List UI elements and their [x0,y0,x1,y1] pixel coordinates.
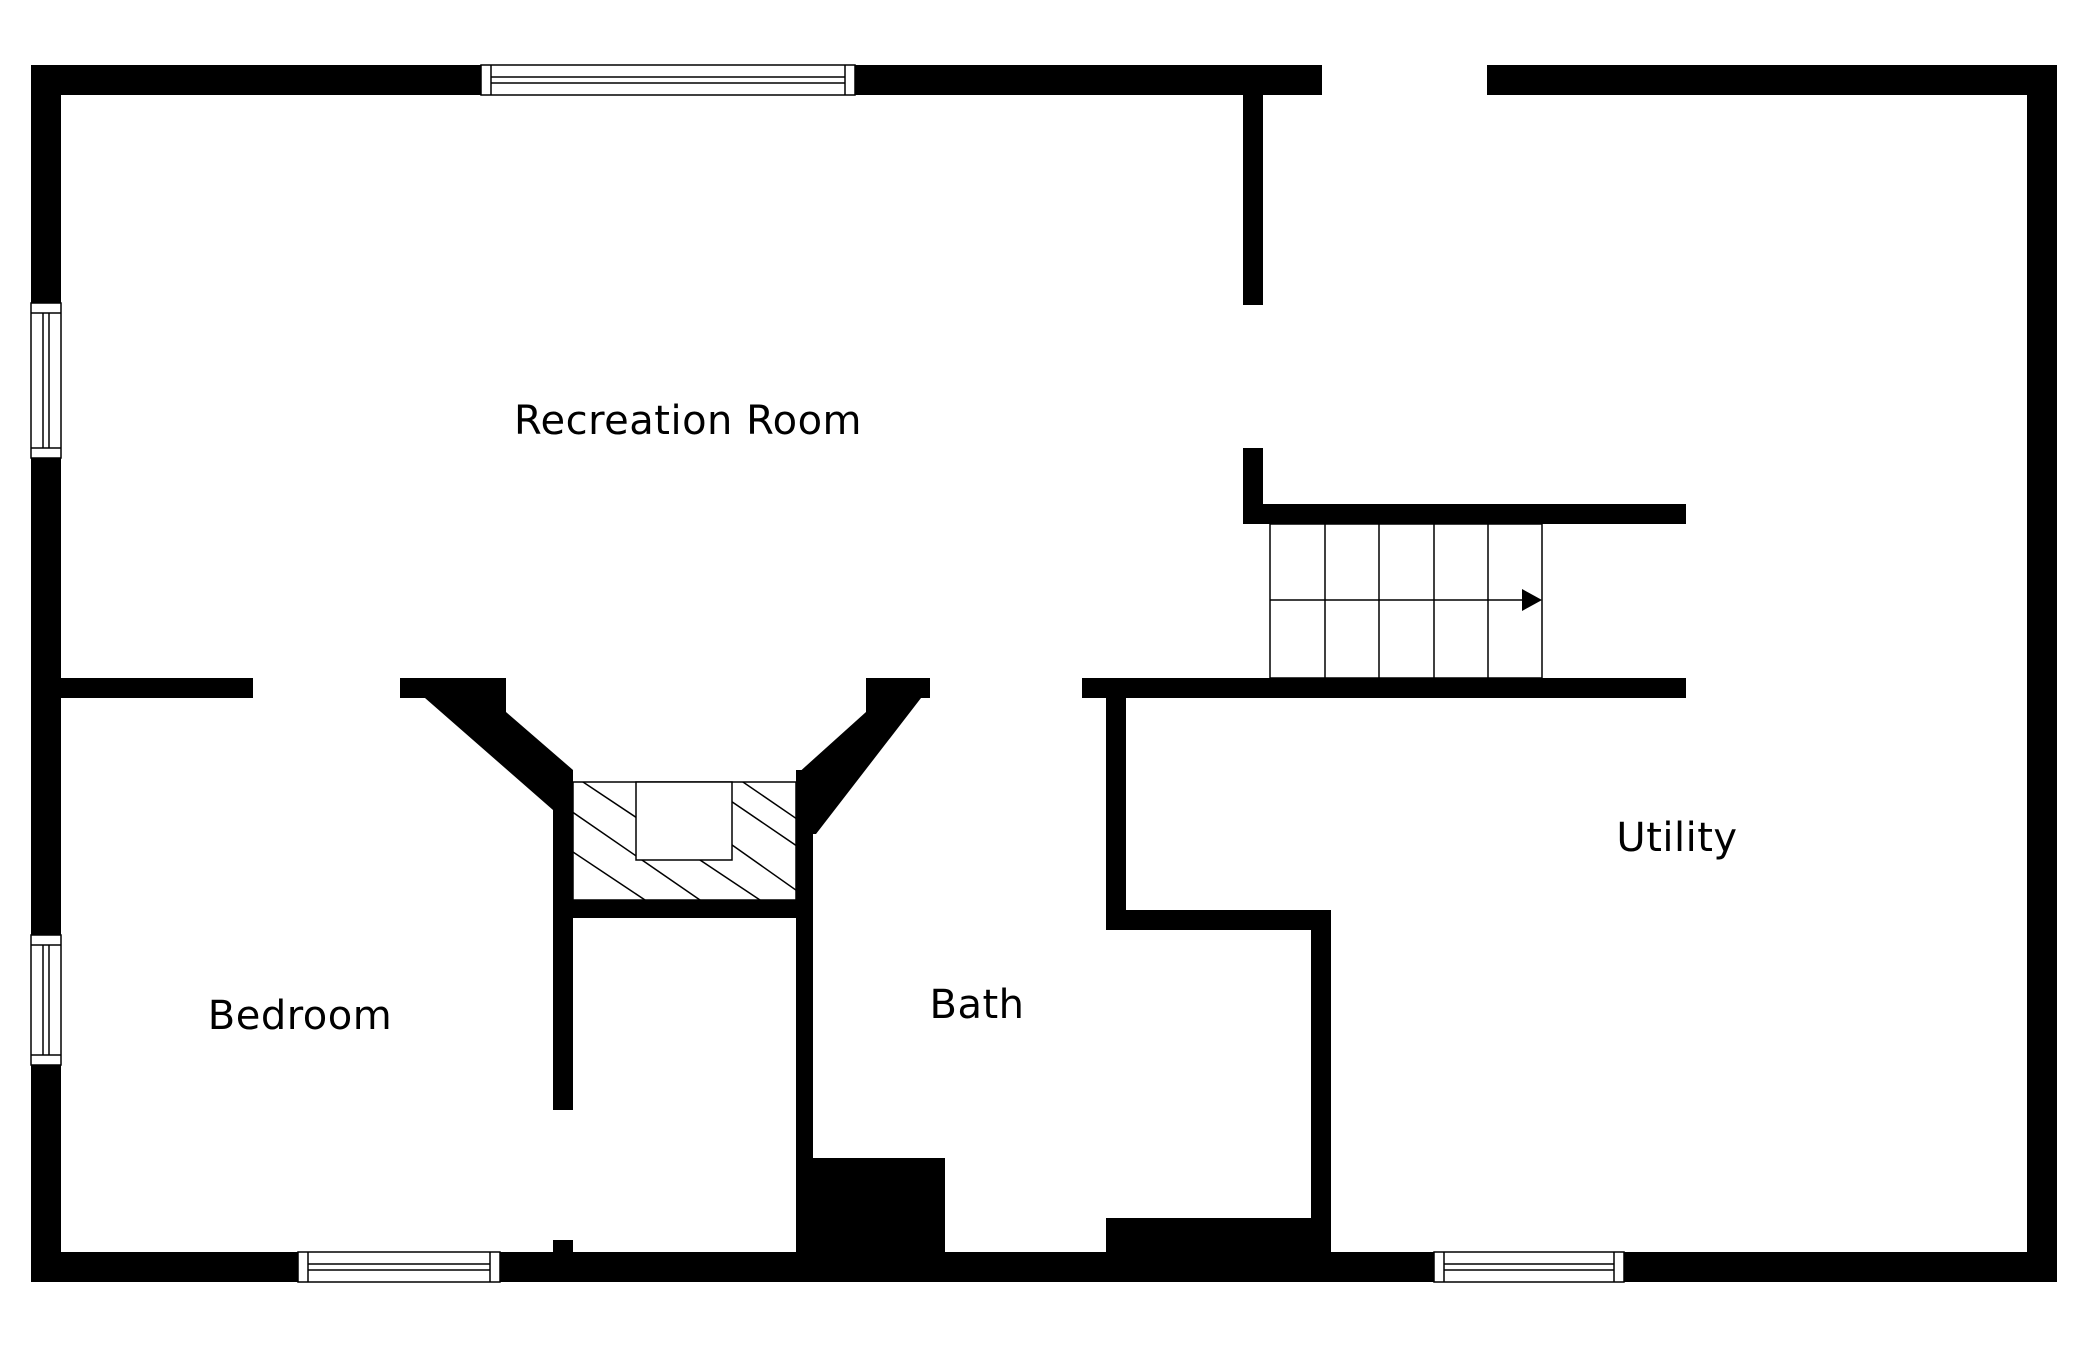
wall-rec-upper-right-b [1243,448,1263,524]
wall-bath-angle [796,678,930,834]
hatched-fireplace-icon [572,781,797,901]
bath-fixture-block-right [1106,1218,1331,1268]
door-opening-bath [930,676,1080,700]
window-left-upper [30,302,62,459]
window-bottom-utility [1433,1251,1625,1283]
wall-left [31,65,61,1282]
wall-closet-left-bottom [553,1240,573,1260]
staircase [1269,523,1543,679]
label-bedroom: Bedroom [208,993,392,1039]
arrow-right-icon [1522,589,1542,611]
wall-bath-utility-lower [1311,910,1331,1270]
bath-fixture-block-left [813,1158,945,1268]
door-opening-upper-right [1241,305,1265,448]
wall-rec-upper-right-a [1243,65,1263,305]
interior-walls [61,65,1686,1270]
window-left-lower [30,934,62,1066]
window-top [480,64,856,96]
door-opening-bedroom [253,676,400,700]
door-opening-top [1322,60,1487,100]
door-opening-closet [551,1110,575,1240]
window-bottom-bedroom [297,1251,501,1283]
wall-top-right [1487,65,2057,95]
windows [30,64,1625,1283]
label-utility: Utility [1616,815,1737,861]
exterior-walls [31,65,2057,1282]
label-bath: Bath [930,982,1025,1028]
wall-stair-top [1243,504,1686,524]
label-recreation-room: Recreation Room [514,398,862,444]
wall-right [2027,65,2057,1282]
wall-bath-utility-step [1106,910,1331,930]
wall-bedroom-angle [400,678,573,817]
wall-rec-utility [1082,678,1686,698]
wall-closet-left [553,810,573,1110]
interior-door-openings [253,305,1265,1240]
wall-bath-utility-vertical [1106,678,1126,928]
wall-closet-right [796,770,813,1270]
wall-fireplace-bottom [553,900,813,918]
